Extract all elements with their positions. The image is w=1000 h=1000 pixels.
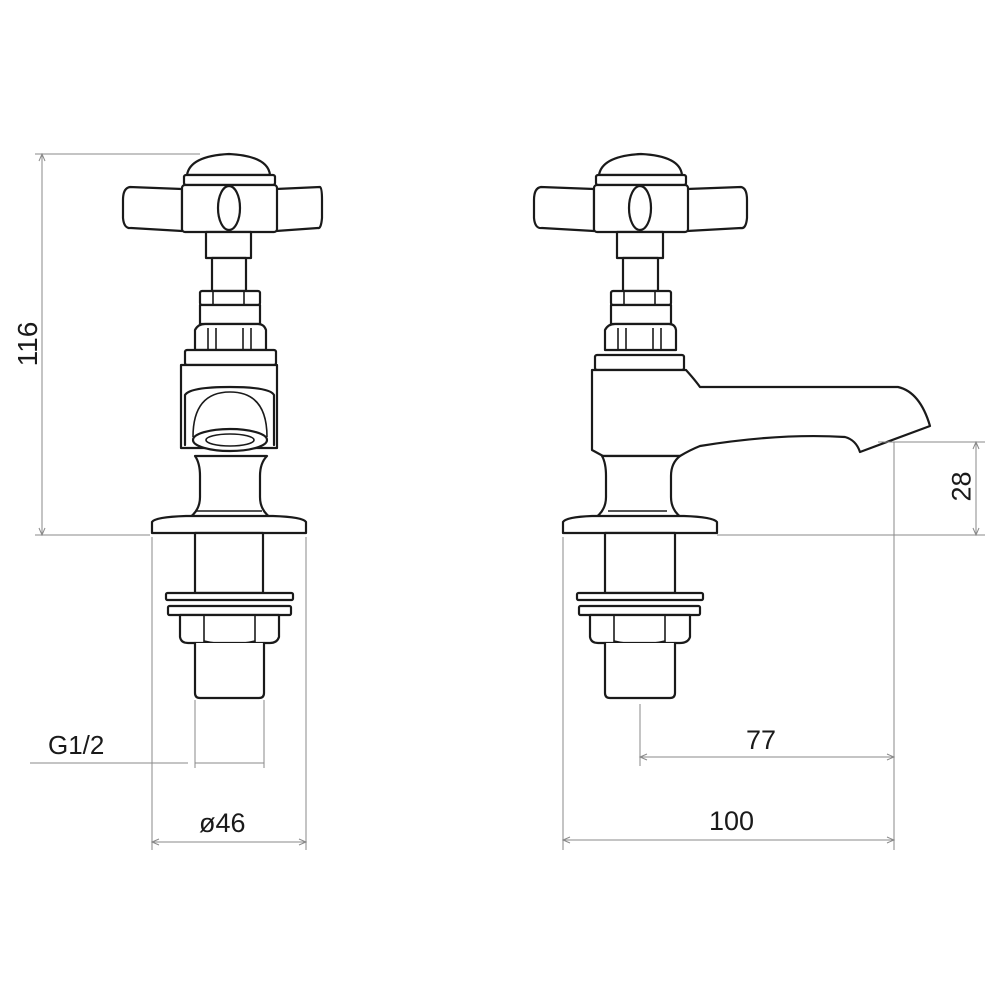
- overall-height-label: 116: [12, 321, 43, 367]
- thread-size-label: G1/2: [48, 730, 105, 760]
- dimension-lines: [30, 152, 985, 850]
- side-view-tap: [532, 152, 932, 700]
- front-view-tap: [121, 152, 324, 700]
- spout-reach-label: 77: [746, 725, 777, 755]
- overall-depth-label: 100: [709, 806, 755, 836]
- base-diameter-label: ø46: [199, 808, 246, 838]
- spout-height-label: 28: [946, 471, 977, 502]
